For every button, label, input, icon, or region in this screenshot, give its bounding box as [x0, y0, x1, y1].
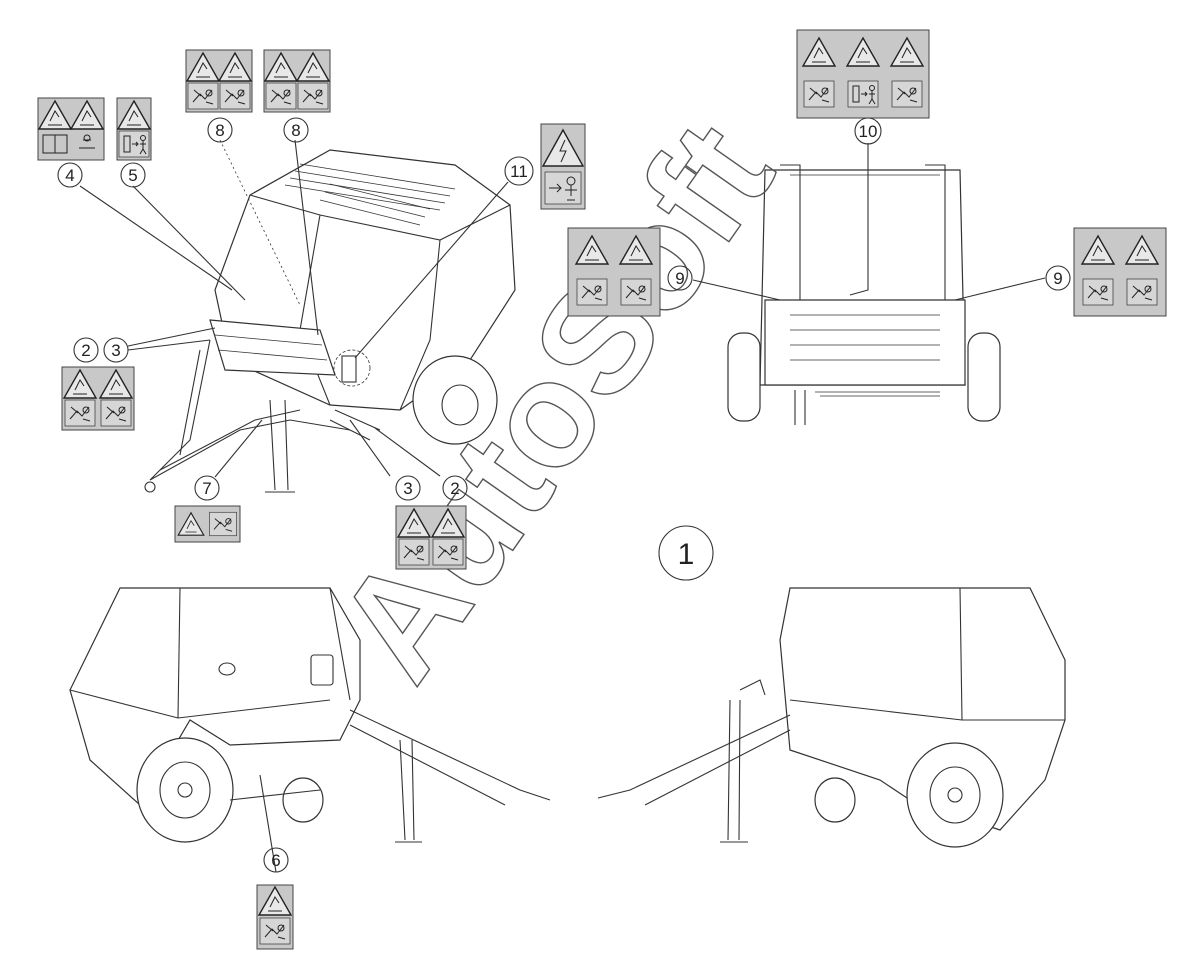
decal-sticker-5 — [116, 97, 152, 161]
svg-text:1: 1 — [678, 538, 695, 571]
svg-text:9: 9 — [675, 269, 684, 288]
svg-text:3: 3 — [111, 341, 120, 360]
svg-text:5: 5 — [128, 166, 137, 185]
baler-iso-view — [144, 149, 516, 493]
decal-sticker-9b — [1073, 227, 1167, 317]
callout-9-right: 9 — [1045, 265, 1071, 291]
baler-right-side-view — [597, 587, 1066, 848]
decal-sticker-8b — [263, 49, 331, 113]
decal-sticker-4 — [37, 97, 105, 161]
callout-8a: 8 — [207, 117, 233, 143]
decal-sticker-6 — [256, 884, 294, 950]
callout-7: 7 — [194, 475, 220, 501]
baler-left-side-view — [69, 587, 551, 843]
decal-sticker-9a — [567, 227, 661, 317]
callout-11: 11 — [504, 156, 534, 186]
callout-2-right: 2 — [442, 475, 468, 501]
svg-text:2: 2 — [450, 479, 459, 498]
callout-8b: 8 — [283, 117, 309, 143]
decal-sticker-10 — [796, 29, 930, 119]
decal-sticker-2-3-left — [61, 366, 135, 431]
decal-sticker-7 — [174, 505, 241, 543]
callout-5: 5 — [120, 162, 146, 188]
svg-text:8: 8 — [215, 121, 224, 140]
svg-text:3: 3 — [403, 479, 412, 498]
svg-text:9: 9 — [1053, 269, 1062, 288]
callout-1: 1 — [658, 525, 714, 581]
svg-text:4: 4 — [65, 166, 74, 185]
svg-text:2: 2 — [81, 341, 90, 360]
callout-2-left: 2 — [73, 337, 99, 363]
svg-text:6: 6 — [271, 851, 280, 870]
callout-6: 6 — [263, 847, 289, 873]
callout-3-left: 3 — [103, 337, 129, 363]
decal-sticker-2-3-right — [395, 505, 467, 570]
callout-3-right: 3 — [395, 475, 421, 501]
callout-10: 10 — [854, 117, 882, 145]
baler-rear-view — [727, 164, 1001, 425]
leader-lines — [79, 139, 1046, 873]
decal-sticker-11 — [540, 123, 586, 210]
callout-4: 4 — [57, 162, 83, 188]
svg-text:7: 7 — [202, 479, 211, 498]
svg-text:11: 11 — [510, 162, 528, 181]
callout-9-left: 9 — [667, 265, 693, 291]
decal-sticker-8a — [185, 49, 253, 113]
svg-text:10: 10 — [859, 122, 878, 141]
svg-text:8: 8 — [291, 121, 300, 140]
